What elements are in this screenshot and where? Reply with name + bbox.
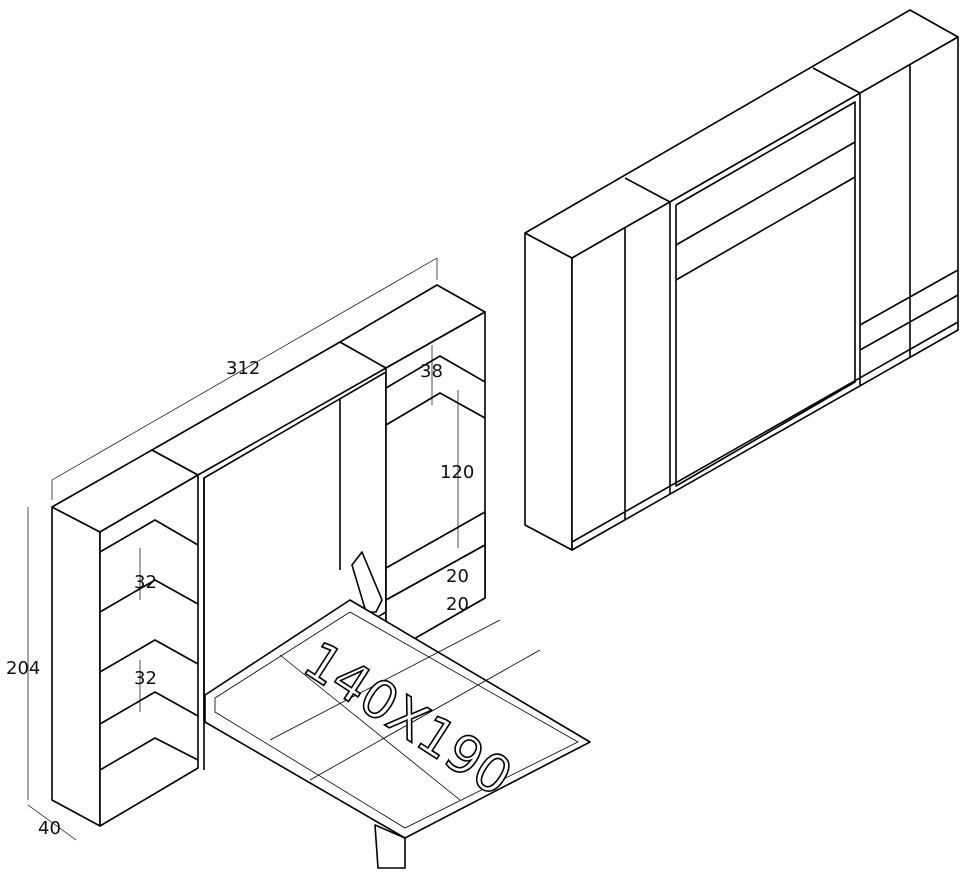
bed-leg [374, 824, 406, 869]
bed-lift-mechanism [351, 551, 383, 613]
height-dimension: 204 [6, 658, 40, 679]
bed-platform [204, 599, 591, 839]
top-compartment-dimension: 38 [420, 361, 443, 382]
bed-door-panel [675, 101, 856, 487]
depth-dimension: 40 [38, 818, 61, 839]
shelf-spacing-2: 32 [134, 668, 157, 689]
bookcase-shelves [99, 519, 199, 771]
drawer-1-dimension: 20 [446, 566, 469, 587]
bookcase-side-panel [51, 506, 101, 827]
closed-side-panel [524, 232, 573, 551]
closed-wall-bed-unit [524, 9, 959, 551]
shelf-spacing-1: 32 [134, 572, 157, 593]
open-wall-bed-unit: 140X190 312 204 40 32 32 38 120 20 20 [6, 257, 591, 869]
width-dimension: 312 [226, 358, 260, 379]
hanging-space-dimension: 120 [440, 462, 474, 483]
drawer-2-dimension: 20 [446, 594, 469, 615]
